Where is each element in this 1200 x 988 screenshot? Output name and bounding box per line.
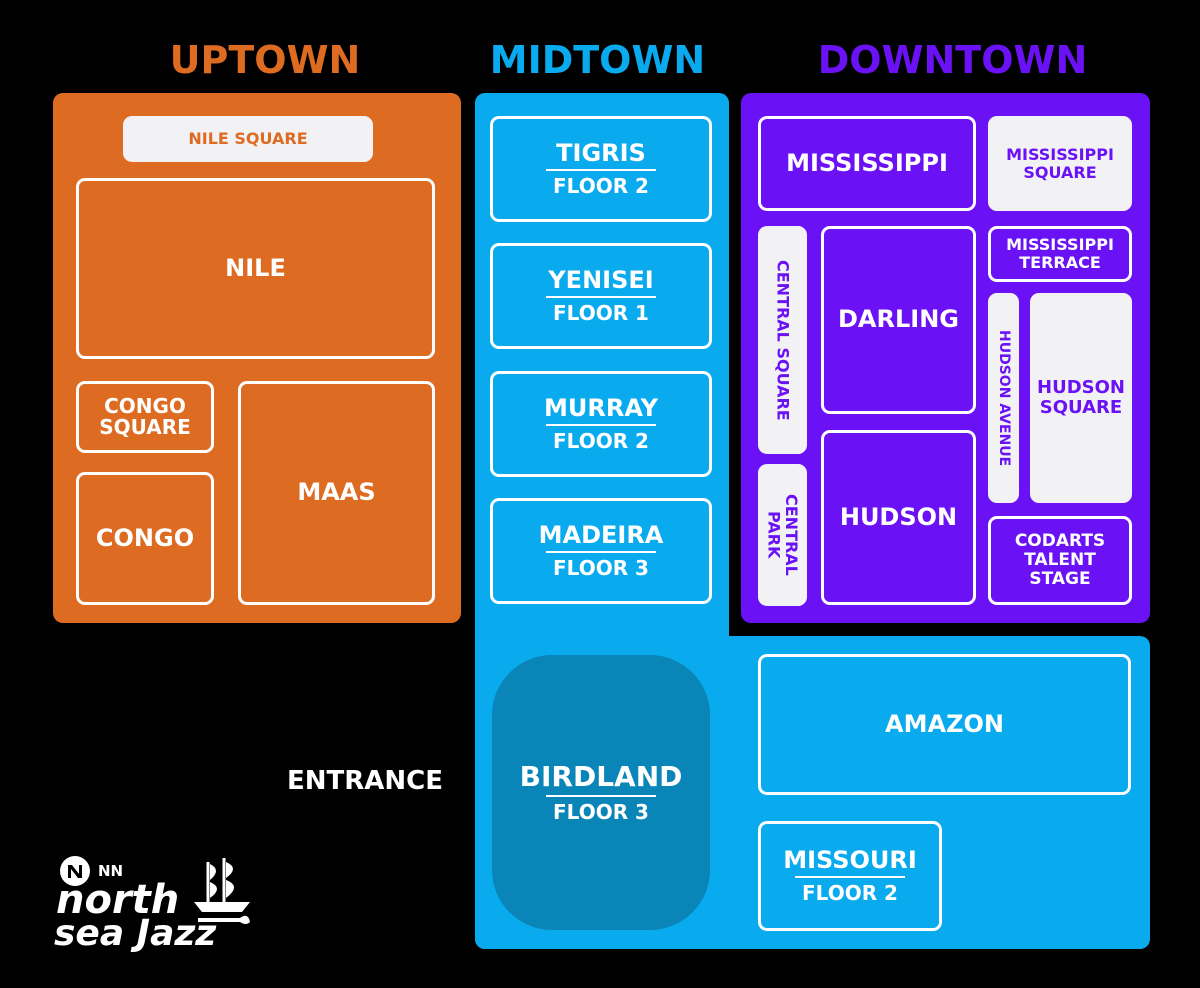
stage-central-square-label: CENTRAL SQUARE bbox=[773, 259, 793, 421]
stage-madeira[interactable]: MADEIRA FLOOR 3 bbox=[490, 498, 712, 604]
stage-hudson-label: HUDSON bbox=[839, 502, 958, 531]
ship-trumpet-icon bbox=[194, 858, 250, 924]
stage-codarts-label: CODARTS TALENT STAGE bbox=[1014, 531, 1106, 589]
stage-yenisei-floor: FLOOR 1 bbox=[553, 301, 649, 326]
stage-central-square[interactable]: CENTRAL SQUARE bbox=[758, 226, 807, 454]
divider bbox=[546, 169, 656, 172]
stage-birdland-label: BIRDLAND bbox=[519, 760, 683, 794]
stage-darling-label: DARLING bbox=[838, 305, 959, 334]
stage-nile-square[interactable]: NILE SQUARE bbox=[123, 116, 373, 162]
stage-nile-square-label: NILE SQUARE bbox=[188, 129, 308, 149]
stage-murray[interactable]: MURRAY FLOOR 2 bbox=[490, 371, 712, 477]
nn-logo-icon bbox=[60, 856, 90, 886]
stage-mississippi-terrace[interactable]: MISSISSIPPI TERRACE bbox=[988, 226, 1132, 282]
stage-maas-label: MAAS bbox=[297, 478, 376, 507]
divider bbox=[795, 876, 905, 879]
stage-tigris-floor: FLOOR 2 bbox=[553, 174, 649, 199]
stage-hudson-square-label: HUDSON SQUARE bbox=[1037, 377, 1125, 418]
divider bbox=[546, 424, 656, 427]
stage-yenisei-label: YENISEI bbox=[548, 265, 654, 294]
uptown-title: UPTOWN bbox=[169, 38, 361, 82]
stage-tigris[interactable]: TIGRIS FLOOR 2 bbox=[490, 116, 712, 222]
stage-congo-square-label: CONGO SQUARE bbox=[99, 394, 191, 439]
stage-missouri[interactable]: MISSOURI FLOOR 2 bbox=[758, 821, 942, 931]
stage-darling[interactable]: DARLING bbox=[821, 226, 976, 414]
stage-birdland-floor: FLOOR 3 bbox=[553, 799, 649, 824]
divider bbox=[546, 794, 656, 797]
logo-brand: NN bbox=[98, 862, 124, 880]
north-sea-jazz-logo: NN north sea Jazz bbox=[52, 850, 262, 960]
stage-amazon-label: AMAZON bbox=[885, 709, 1004, 738]
stage-hudson-avenue[interactable]: HUDSON AVENUE bbox=[988, 293, 1019, 503]
stage-missouri-label: MISSOURI bbox=[783, 845, 917, 874]
stage-missouri-floor: FLOOR 2 bbox=[802, 881, 898, 906]
stage-tigris-label: TIGRIS bbox=[556, 138, 646, 167]
stage-maas[interactable]: MAAS bbox=[238, 381, 435, 605]
logo-line-1: north bbox=[56, 877, 180, 923]
stage-central-park[interactable]: CENTRAL PARK bbox=[758, 464, 807, 606]
stage-central-park-label: CENTRAL PARK bbox=[764, 494, 802, 576]
logo-line-2: sea Jazz bbox=[54, 913, 217, 954]
stage-nile-label: NILE bbox=[225, 253, 286, 282]
divider bbox=[546, 296, 656, 299]
stage-mississippi-square[interactable]: MISSISSIPPI SQUARE bbox=[988, 116, 1132, 211]
stage-murray-label: MURRAY bbox=[544, 393, 658, 422]
stage-birdland[interactable]: BIRDLAND FLOOR 3 bbox=[492, 655, 710, 930]
stage-hudson-square[interactable]: HUDSON SQUARE bbox=[1030, 293, 1132, 503]
stage-nile[interactable]: NILE bbox=[76, 178, 435, 359]
stage-hudson[interactable]: HUDSON bbox=[821, 430, 976, 605]
divider bbox=[546, 551, 656, 554]
stage-codarts-talent-stage[interactable]: CODARTS TALENT STAGE bbox=[988, 516, 1132, 605]
stage-mississippi[interactable]: MISSISSIPPI bbox=[758, 116, 976, 211]
stage-yenisei[interactable]: YENISEI FLOOR 1 bbox=[490, 243, 712, 349]
stage-congo[interactable]: CONGO bbox=[76, 472, 214, 605]
stage-murray-floor: FLOOR 2 bbox=[553, 429, 649, 454]
stage-madeira-floor: FLOOR 3 bbox=[553, 556, 649, 581]
entrance-label: ENTRANCE bbox=[287, 766, 443, 796]
stage-amazon[interactable]: AMAZON bbox=[758, 654, 1131, 795]
downtown-title: DOWNTOWN bbox=[817, 38, 1088, 82]
stage-mississippi-square-label: MISSISSIPPI SQUARE bbox=[1006, 144, 1114, 182]
stage-hudson-avenue-label: HUDSON AVENUE bbox=[996, 329, 1013, 467]
stage-mississippi-label: MISSISSIPPI bbox=[786, 148, 948, 177]
midtown-title: MIDTOWN bbox=[489, 38, 706, 82]
stage-congo-label: CONGO bbox=[95, 523, 195, 552]
stage-congo-square[interactable]: CONGO SQUARE bbox=[76, 381, 214, 453]
stage-mississippi-terrace-label: MISSISSIPPI TERRACE bbox=[1006, 235, 1114, 272]
stage-madeira-label: MADEIRA bbox=[538, 520, 664, 549]
